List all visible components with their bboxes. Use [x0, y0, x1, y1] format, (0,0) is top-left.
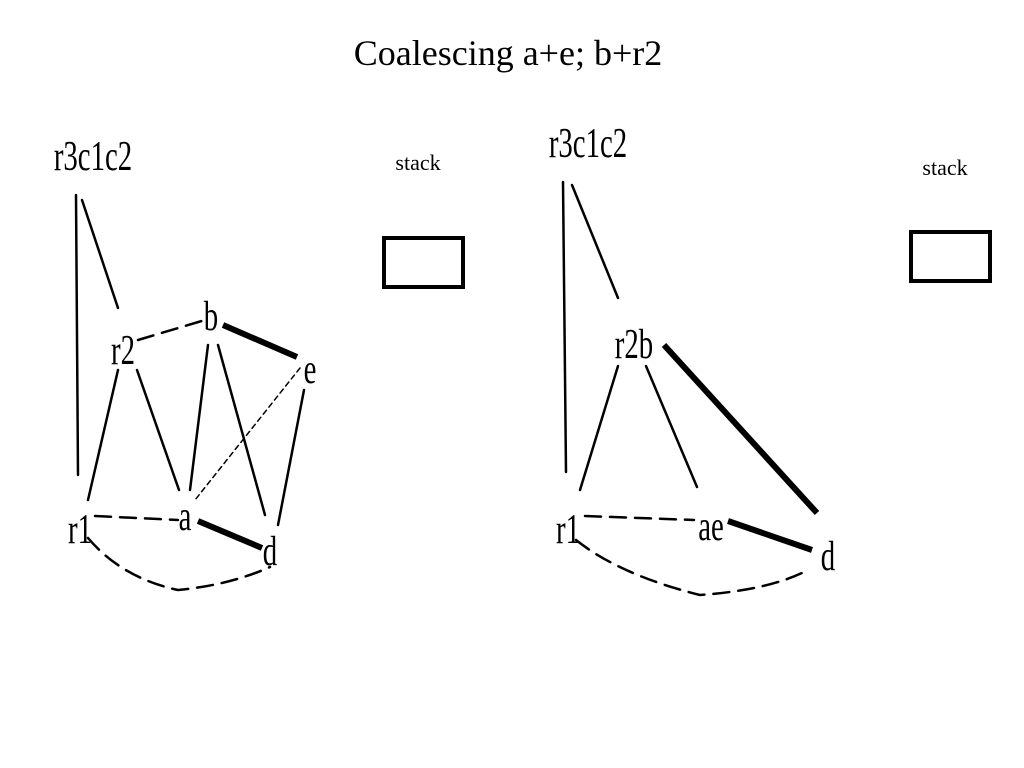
stack-box-left: [382, 236, 465, 289]
node-d: d: [263, 528, 277, 575]
node-r1: r1: [68, 506, 92, 553]
edge-e-a: [194, 367, 301, 501]
edge-r2b-d: [661, 342, 820, 516]
edge-r3c1c2-r2: [80, 198, 120, 310]
edge-group: [74, 193, 306, 592]
edge-a-d: [196, 518, 264, 551]
node-r2b: r2b: [615, 321, 653, 368]
stack-label-left: stack: [395, 150, 440, 175]
stack-box-right: [909, 230, 992, 283]
node-group: r3c1c2 r2b r1 ae d: [549, 120, 835, 580]
node-ae: ae: [698, 503, 724, 550]
edge-r1-d: [86, 536, 272, 592]
edge-b-d: [216, 343, 267, 517]
node-d: d: [821, 533, 835, 580]
edge-r2-b: [136, 318, 207, 342]
stack-label-right: stack: [922, 155, 967, 180]
edge-r1-ae: [583, 514, 696, 522]
edge-r1-d: [574, 538, 810, 597]
node-r1: r1: [556, 506, 580, 553]
node-r3c1c2: r3c1c2: [549, 120, 627, 167]
edge-r2-a: [135, 368, 181, 492]
edge-group: [561, 180, 820, 597]
edge-ae-d: [727, 518, 813, 553]
interference-graph-before: r3c1c2 r2 b e r1 a d: [54, 133, 317, 592]
node-a: a: [179, 493, 192, 540]
interference-graph-after: r3c1c2 r2b r1 ae d: [549, 120, 835, 597]
edge-r3c1c2-r1: [74, 193, 80, 477]
edge-r2b-r1: [578, 364, 620, 492]
edge-r3c1c2-r2b: [570, 183, 620, 300]
node-group: r3c1c2 r2 b e r1 a d: [54, 133, 317, 575]
edge-r2b-ae: [644, 364, 699, 489]
edge-e-d: [276, 388, 306, 527]
edge-r1-a: [93, 514, 180, 522]
edge-r3c1c2-r1: [561, 180, 568, 474]
edge-r2-r1: [86, 368, 120, 502]
node-r3c1c2: r3c1c2: [54, 133, 132, 180]
slide-title: Coalescing a+e; b+r2: [354, 33, 663, 73]
edge-b-a: [188, 343, 210, 492]
node-b: b: [204, 293, 218, 340]
node-r2: r2: [111, 327, 135, 374]
node-e: e: [304, 346, 317, 393]
edge-b-e: [221, 322, 299, 360]
